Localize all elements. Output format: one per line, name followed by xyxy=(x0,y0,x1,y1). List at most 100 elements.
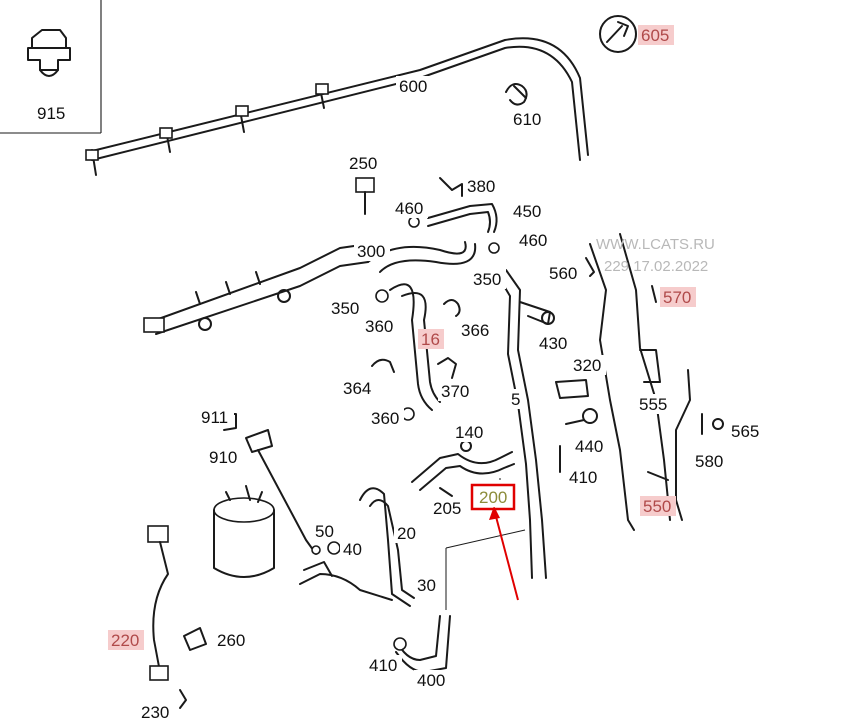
callout-400[interactable]: 400 xyxy=(414,670,450,690)
callout-30[interactable]: 30 xyxy=(414,575,440,595)
callout-box xyxy=(394,523,420,543)
callout-364[interactable]: 364 xyxy=(340,378,376,398)
callout-580[interactable]: 580 xyxy=(692,451,728,471)
callout-label: 565 xyxy=(731,422,759,441)
callout-250[interactable]: 250 xyxy=(346,153,382,173)
callout-label: 560 xyxy=(549,264,577,283)
callout-200[interactable]: 200 xyxy=(476,487,512,507)
callout-380[interactable]: 380 xyxy=(464,176,500,196)
callout-box xyxy=(464,176,500,196)
callout-350b[interactable]: 350 xyxy=(328,298,364,318)
callout-box xyxy=(458,320,494,340)
clip-610-icon xyxy=(505,83,528,106)
callout-610[interactable]: 610 xyxy=(510,109,546,129)
callout-label: 370 xyxy=(441,382,469,401)
callout-label: 300 xyxy=(357,242,385,261)
injector-leak-line-600 xyxy=(85,37,589,176)
fuel-filter-910-icon xyxy=(213,413,317,578)
callout-box xyxy=(476,487,512,507)
callout-label: 40 xyxy=(343,540,362,559)
callout-box xyxy=(396,76,432,96)
callout-box xyxy=(340,378,376,398)
callout-box xyxy=(108,630,144,650)
callout-label: 410 xyxy=(369,656,397,675)
callout-366[interactable]: 366 xyxy=(458,320,494,340)
callout-550[interactable]: 550 xyxy=(640,496,676,516)
callout-box xyxy=(660,287,696,307)
callout-label: 450 xyxy=(513,202,541,221)
callout-605[interactable]: 605 xyxy=(638,25,674,45)
inset-frame-915 xyxy=(0,0,102,134)
callout-555[interactable]: 555 xyxy=(636,394,672,414)
callout-600[interactable]: 600 xyxy=(396,76,432,96)
callout-20[interactable]: 20 xyxy=(394,523,420,543)
callout-box xyxy=(366,655,402,675)
callout-410a[interactable]: 410 xyxy=(566,467,602,487)
callout-260[interactable]: 260 xyxy=(214,630,250,650)
callout-layer: 915 600 605 610 250 380 460 450 460 300 560 570 350 3… xyxy=(34,25,764,721)
callout-label: 460 xyxy=(519,231,547,250)
selection-arrow xyxy=(489,506,519,601)
watermark: WWW.LCATS.RU 229 17.02.2022 xyxy=(596,236,715,275)
callout-360a[interactable]: 360 xyxy=(362,316,398,336)
callout-350a[interactable]: 350 xyxy=(470,269,506,289)
callout-320[interactable]: 320 xyxy=(570,355,606,375)
callout-box xyxy=(368,408,404,428)
callout-label: 20 xyxy=(397,524,416,543)
callout-370[interactable]: 370 xyxy=(438,381,474,401)
watermark-line-2: 229 17.02.2022 xyxy=(604,258,708,275)
bolt-250-icon xyxy=(355,177,375,215)
wrench-605-icon xyxy=(599,15,637,53)
callout-box xyxy=(508,389,524,409)
callout-label: 366 xyxy=(461,321,489,340)
callout-label: 50 xyxy=(315,522,334,541)
callout-360b[interactable]: 360 xyxy=(368,408,404,428)
callout-460a[interactable]: 460 xyxy=(392,198,428,218)
callout-label: 911 xyxy=(201,408,228,427)
callout-300[interactable]: 300 xyxy=(354,241,390,261)
callout-box xyxy=(346,153,382,173)
callout-box xyxy=(392,198,428,218)
callout-205[interactable]: 205 xyxy=(430,498,466,518)
callout-label: 400 xyxy=(417,671,445,690)
callout-911[interactable]: 911 xyxy=(198,407,234,427)
callout-5[interactable]: 5 xyxy=(508,389,524,409)
callout-570[interactable]: 570 xyxy=(660,287,696,307)
callout-box xyxy=(438,381,474,401)
callout-410b[interactable]: 410 xyxy=(366,655,402,675)
callout-box xyxy=(312,521,338,541)
callout-140[interactable]: 140 xyxy=(452,422,488,442)
callout-box xyxy=(728,421,764,441)
callout-label: 410 xyxy=(569,468,597,487)
callout-440[interactable]: 440 xyxy=(572,436,608,456)
callout-40[interactable]: 40 xyxy=(340,539,366,559)
callout-box xyxy=(354,241,390,261)
callout-910[interactable]: 910 xyxy=(206,447,242,467)
callout-box xyxy=(414,575,440,595)
callout-label: 364 xyxy=(343,379,371,398)
callout-label: 350 xyxy=(331,299,359,318)
callout-label: 600 xyxy=(399,77,427,96)
callout-565[interactable]: 565 xyxy=(728,421,764,441)
callout-box xyxy=(340,539,366,559)
callout-915[interactable]: 915 xyxy=(34,103,70,123)
callout-label: 555 xyxy=(639,395,667,414)
callout-220[interactable]: 220 xyxy=(108,630,144,650)
callout-box xyxy=(328,298,364,318)
callout-box xyxy=(206,447,242,467)
callout-box xyxy=(510,109,546,129)
callout-label: 360 xyxy=(365,317,393,336)
callout-460b[interactable]: 460 xyxy=(516,230,552,250)
callout-430[interactable]: 430 xyxy=(536,333,572,353)
callout-label: 605 xyxy=(641,26,669,45)
callout-box xyxy=(638,25,674,45)
callout-label: 380 xyxy=(467,177,495,196)
callout-560[interactable]: 560 xyxy=(546,263,582,283)
callout-450[interactable]: 450 xyxy=(510,201,546,221)
callout-box xyxy=(198,407,234,427)
callout-16[interactable]: 16 xyxy=(418,329,444,349)
callout-box xyxy=(414,670,450,690)
callout-box xyxy=(572,436,608,456)
callout-230[interactable]: 230 xyxy=(138,702,174,721)
callout-50[interactable]: 50 xyxy=(312,521,338,541)
